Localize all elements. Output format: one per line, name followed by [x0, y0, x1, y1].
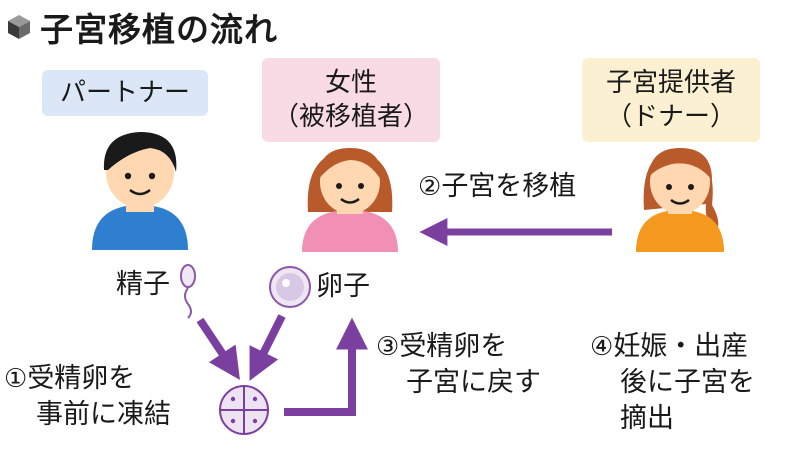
step2-label: 子宮を移植	[441, 171, 577, 202]
woman-label-box: 女性 （被移植者）	[262, 58, 440, 142]
step1-line1: ①受精卵を	[4, 362, 135, 396]
sperm-label: 精子	[116, 269, 170, 300]
step1-label-line2: 事前に凍結	[36, 399, 171, 430]
embryo-icon	[219, 385, 269, 435]
cube-icon	[6, 13, 32, 41]
step3-number: ③	[376, 332, 400, 362]
step2-number: ②	[418, 172, 442, 202]
partner-label-box: パートナー	[42, 70, 208, 116]
step2-text: ②子宮を移植	[418, 170, 576, 204]
step3-label-line2: 子宮に戻す	[406, 367, 541, 398]
donor-label-box: 子宮提供者 （ドナー）	[582, 58, 760, 142]
step4-label-line2: 後に子宮を	[620, 367, 755, 398]
egg-to-embryo-arrow	[249, 314, 286, 381]
step4-line1: ④妊娠・出産	[590, 330, 748, 364]
man-icon	[92, 132, 188, 250]
donor-label-line1: 子宮提供者	[605, 68, 736, 98]
woman-label-line2: （被移植者）	[272, 102, 429, 132]
diagram-title: 子宮移植の流れ	[6, 4, 278, 50]
donor-woman-icon	[636, 148, 724, 252]
egg-icon	[269, 266, 311, 308]
step1-number: ①	[4, 364, 28, 394]
woman-label-line1: 女性	[324, 68, 377, 98]
sperm-to-embryo-arrow	[196, 317, 240, 380]
sperm-icon	[180, 264, 196, 319]
step4-label-line1: 妊娠・出産	[613, 331, 749, 362]
title-text: 子宮移植の流れ	[40, 10, 278, 49]
step4-number: ④	[590, 332, 614, 362]
donor-label-line2: （ドナー）	[605, 102, 736, 132]
step4-label-line3: 摘出	[620, 403, 674, 434]
return-arrow	[284, 317, 368, 416]
step3-line1: ③受精卵を	[376, 330, 507, 364]
woman-icon	[302, 148, 398, 252]
partner-label: パートナー	[59, 78, 190, 108]
step1-label-line1: 受精卵を	[27, 363, 136, 394]
egg-label: 卵子	[316, 271, 370, 302]
step3-label-line1: 受精卵を	[399, 331, 508, 362]
